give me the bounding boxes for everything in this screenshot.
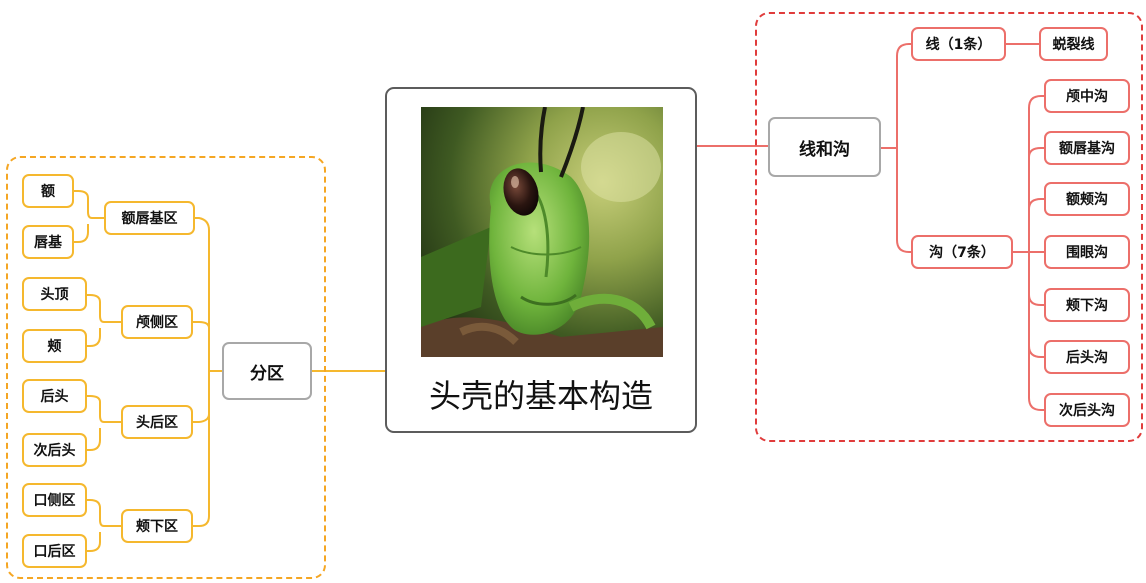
leaf-tou-ding[interactable]: 头顶 <box>22 277 87 311</box>
central-topic[interactable]: 头壳的基本构造 <box>385 87 697 433</box>
leaf-hou-tou[interactable]: 后头 <box>22 379 87 413</box>
left-boundary-frame <box>6 156 326 579</box>
leaf-e-jia-gou[interactable]: 额颊沟 <box>1044 182 1130 216</box>
leaf-chun-ji[interactable]: 唇基 <box>22 225 74 259</box>
branch-fenqu[interactable]: 分区 <box>222 342 312 400</box>
leaf-e-chun-ji-gou[interactable]: 额唇基沟 <box>1044 131 1130 165</box>
leaf-jia[interactable]: 颊 <box>22 329 87 363</box>
leaf-tui-lie-xian[interactable]: 蜕裂线 <box>1039 27 1108 61</box>
right-boundary-frame <box>755 12 1143 442</box>
group-xian[interactable]: 线（1条） <box>911 27 1006 61</box>
group-jia-xia-qu[interactable]: 颊下区 <box>121 509 193 543</box>
leaf-jia-xia-gou[interactable]: 颊下沟 <box>1044 288 1130 322</box>
leaf-lu-zhong-gou[interactable]: 颅中沟 <box>1044 79 1130 113</box>
group-gou[interactable]: 沟（7条） <box>911 235 1013 269</box>
leaf-ci-hou-tou[interactable]: 次后头 <box>22 433 87 467</box>
leaf-e[interactable]: 额 <box>22 174 74 208</box>
group-tou-hou-qu[interactable]: 头后区 <box>121 405 193 439</box>
branch-xian-he-gou[interactable]: 线和沟 <box>768 117 881 177</box>
group-lu-ce-qu[interactable]: 颅侧区 <box>121 305 193 339</box>
leaf-kou-hou-qu[interactable]: 口后区 <box>22 534 87 568</box>
leaf-hou-tou-gou[interactable]: 后头沟 <box>1044 340 1130 374</box>
group-e-chun-ji-qu[interactable]: 额唇基区 <box>104 201 195 235</box>
leaf-ci-hou-tou-gou[interactable]: 次后头沟 <box>1044 393 1130 427</box>
leaf-kou-ce-qu[interactable]: 口侧区 <box>22 483 87 517</box>
central-title: 头壳的基本构造 <box>428 377 653 415</box>
grasshopper-head-photo-icon <box>421 107 663 357</box>
leaf-wei-yan-gou[interactable]: 围眼沟 <box>1044 235 1130 269</box>
